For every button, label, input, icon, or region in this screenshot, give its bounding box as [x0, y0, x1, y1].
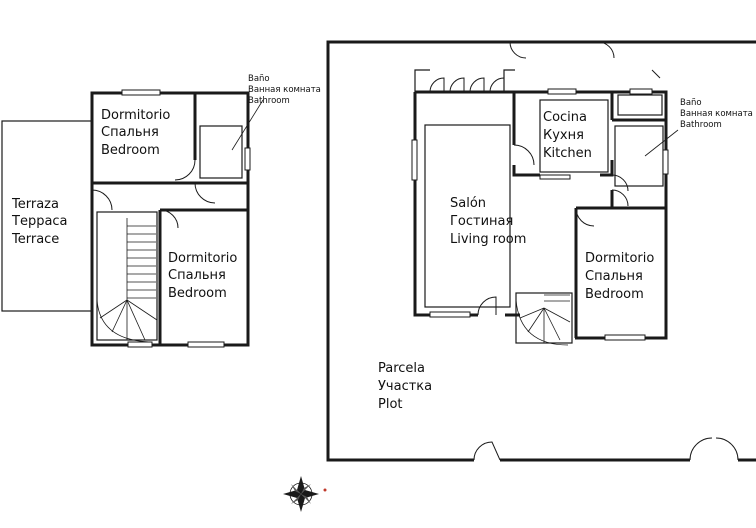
- svg-text:Гостиная: Гостиная: [450, 214, 513, 229]
- svg-text:Ванная комната: Ванная комната: [248, 85, 321, 95]
- terrace-label-en: Terrace: [11, 232, 59, 247]
- svg-text:Bedroom: Bedroom: [168, 286, 227, 301]
- svg-text:Ванная комната: Ванная комната: [680, 109, 753, 119]
- svg-text:Спальня: Спальня: [101, 125, 159, 140]
- svg-text:Dormitorio: Dormitorio: [585, 251, 654, 266]
- svg-text:Кухня: Кухня: [543, 128, 584, 143]
- ground-bathroom-label-ru: Ванная комната: [680, 109, 753, 119]
- living-label-es: Salón: [450, 196, 486, 211]
- plot-label-en: Plot: [378, 397, 403, 412]
- svg-text:Bedroom: Bedroom: [585, 287, 644, 302]
- ground-floor-staircase: [515, 292, 573, 346]
- svg-text:Terrace: Terrace: [11, 232, 59, 247]
- bedroom-bottom-label-en: Bedroom: [168, 286, 227, 301]
- svg-text:Salón: Salón: [450, 196, 486, 211]
- bedroom-top-label-en: Bedroom: [101, 143, 160, 158]
- upper-floor-staircase: [96, 211, 158, 343]
- svg-text:Bathroom: Bathroom: [248, 96, 290, 106]
- svg-text:Bedroom: Bedroom: [101, 143, 160, 158]
- svg-text:Baño: Baño: [680, 98, 702, 108]
- svg-text:Parcela: Parcela: [378, 361, 425, 376]
- svg-text:Baño: Baño: [248, 74, 270, 84]
- upper-bathroom-label-es: Baño: [248, 74, 270, 84]
- kitchen-label-ru: Кухня: [543, 128, 584, 143]
- ground-floor-plan: Cocina Кухня Kitchen Baño Ванная комната…: [326, 40, 756, 462]
- kitchen-label-en: Kitchen: [543, 146, 592, 161]
- living-label-ru: Гостиная: [450, 214, 513, 229]
- plot-label-ru: Участка: [378, 379, 432, 394]
- bedroom-bottom-label-es: Dormitorio: [168, 251, 237, 266]
- ground-bedroom-label-es: Dormitorio: [585, 251, 654, 266]
- svg-text:Bathroom: Bathroom: [680, 120, 722, 130]
- ground-bathroom-label-es: Baño: [680, 98, 702, 108]
- ground-bedroom-label-ru: Спальня: [585, 269, 643, 284]
- kitchen-label-es: Cocina: [543, 110, 587, 125]
- upper-bathroom-label-en: Bathroom: [248, 96, 290, 106]
- terrace-label-es: Terraza: [11, 197, 59, 212]
- svg-text:Спальня: Спальня: [168, 268, 226, 283]
- ground-bedroom-label-en: Bedroom: [585, 287, 644, 302]
- svg-text:Спальня: Спальня: [585, 269, 643, 284]
- living-label-en: Living room: [450, 232, 526, 247]
- svg-text:Dormitorio: Dormitorio: [168, 251, 237, 266]
- svg-text:Терраса: Терраса: [11, 214, 68, 229]
- compass-rose-icon: [283, 476, 327, 512]
- upper-floor-plan: Terraza Терраса Terrace Dormitorio Спаль…: [1, 74, 321, 348]
- svg-text:Plot: Plot: [378, 397, 403, 412]
- bedroom-top-label-ru: Спальня: [101, 125, 159, 140]
- svg-text:Kitchen: Kitchen: [543, 146, 592, 161]
- svg-text:Living room: Living room: [450, 232, 526, 247]
- terrace-label-ru: Терраса: [11, 214, 68, 229]
- bedroom-top-label-es: Dormitorio: [101, 108, 170, 123]
- plot-label-es: Parcela: [378, 361, 425, 376]
- upper-bathroom-label-ru: Ванная комната: [248, 85, 321, 95]
- bedroom-bottom-label-ru: Спальня: [168, 268, 226, 283]
- ground-bathroom-label-en: Bathroom: [680, 120, 722, 130]
- svg-text:Terraza: Terraza: [11, 197, 59, 212]
- plot-boundary: [326, 40, 756, 462]
- svg-text:Dormitorio: Dormitorio: [101, 108, 170, 123]
- svg-text:Cocina: Cocina: [543, 110, 587, 125]
- svg-text:Участка: Участка: [378, 379, 432, 394]
